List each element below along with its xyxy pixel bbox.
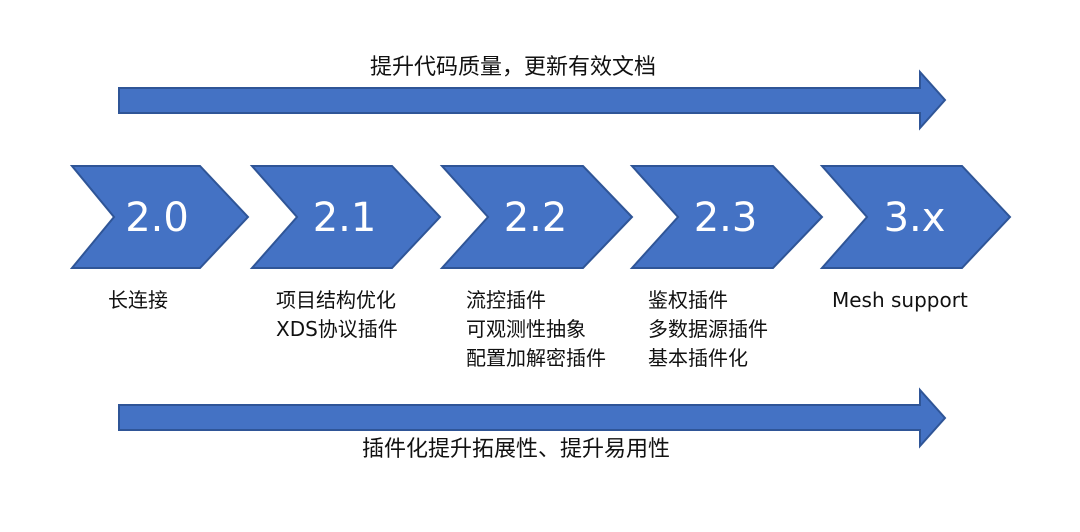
stage-version-2-0: 2.0	[125, 195, 189, 241]
bottom-band-arrow	[118, 387, 947, 449]
stage-item: XDS协议插件	[276, 317, 398, 341]
stage-items-2-1: 项目结构优化 XDS协议插件	[276, 286, 398, 344]
stage-chevron-2-2	[439, 165, 634, 269]
stage-item: 项目结构优化	[276, 288, 396, 312]
stage-chevron-2-1	[249, 165, 442, 269]
stage-chevron-2-3	[629, 165, 824, 269]
stage-item: 流控插件	[466, 288, 546, 312]
stage-item: Mesh support	[832, 288, 968, 312]
stage-items-2-2: 流控插件 可观测性抽象 配置加解密插件	[466, 286, 606, 373]
stage-version-2-1: 2.1	[312, 195, 377, 241]
stage-chevron-3-x	[819, 165, 1012, 269]
bottom-caption: 插件化提升拓展性、提升易用性	[362, 437, 671, 462]
stage-items-2-3: 鉴权插件 多数据源插件 基本插件化	[648, 286, 768, 373]
stage-item: 多数据源插件	[648, 317, 768, 341]
stage-item: 长连接	[108, 288, 168, 312]
stage-version-3-x: 3.x	[883, 195, 946, 241]
stage-items-3-x: Mesh support	[832, 286, 968, 315]
stage-item: 可观测性抽象	[466, 317, 586, 341]
stage-version-2-3: 2.3	[693, 195, 758, 241]
stage-item: 配置加解密插件	[466, 346, 606, 370]
stage-items-2-0: 长连接	[108, 286, 168, 315]
stage-chevron-2-0	[69, 165, 250, 269]
stage-version-2-2: 2.2	[503, 195, 568, 241]
stage-item: 基本插件化	[648, 346, 748, 370]
top-caption: 提升代码质量，更新有效文档	[370, 55, 657, 80]
top-band-arrow	[118, 69, 947, 131]
stage-item: 鉴权插件	[648, 288, 728, 312]
